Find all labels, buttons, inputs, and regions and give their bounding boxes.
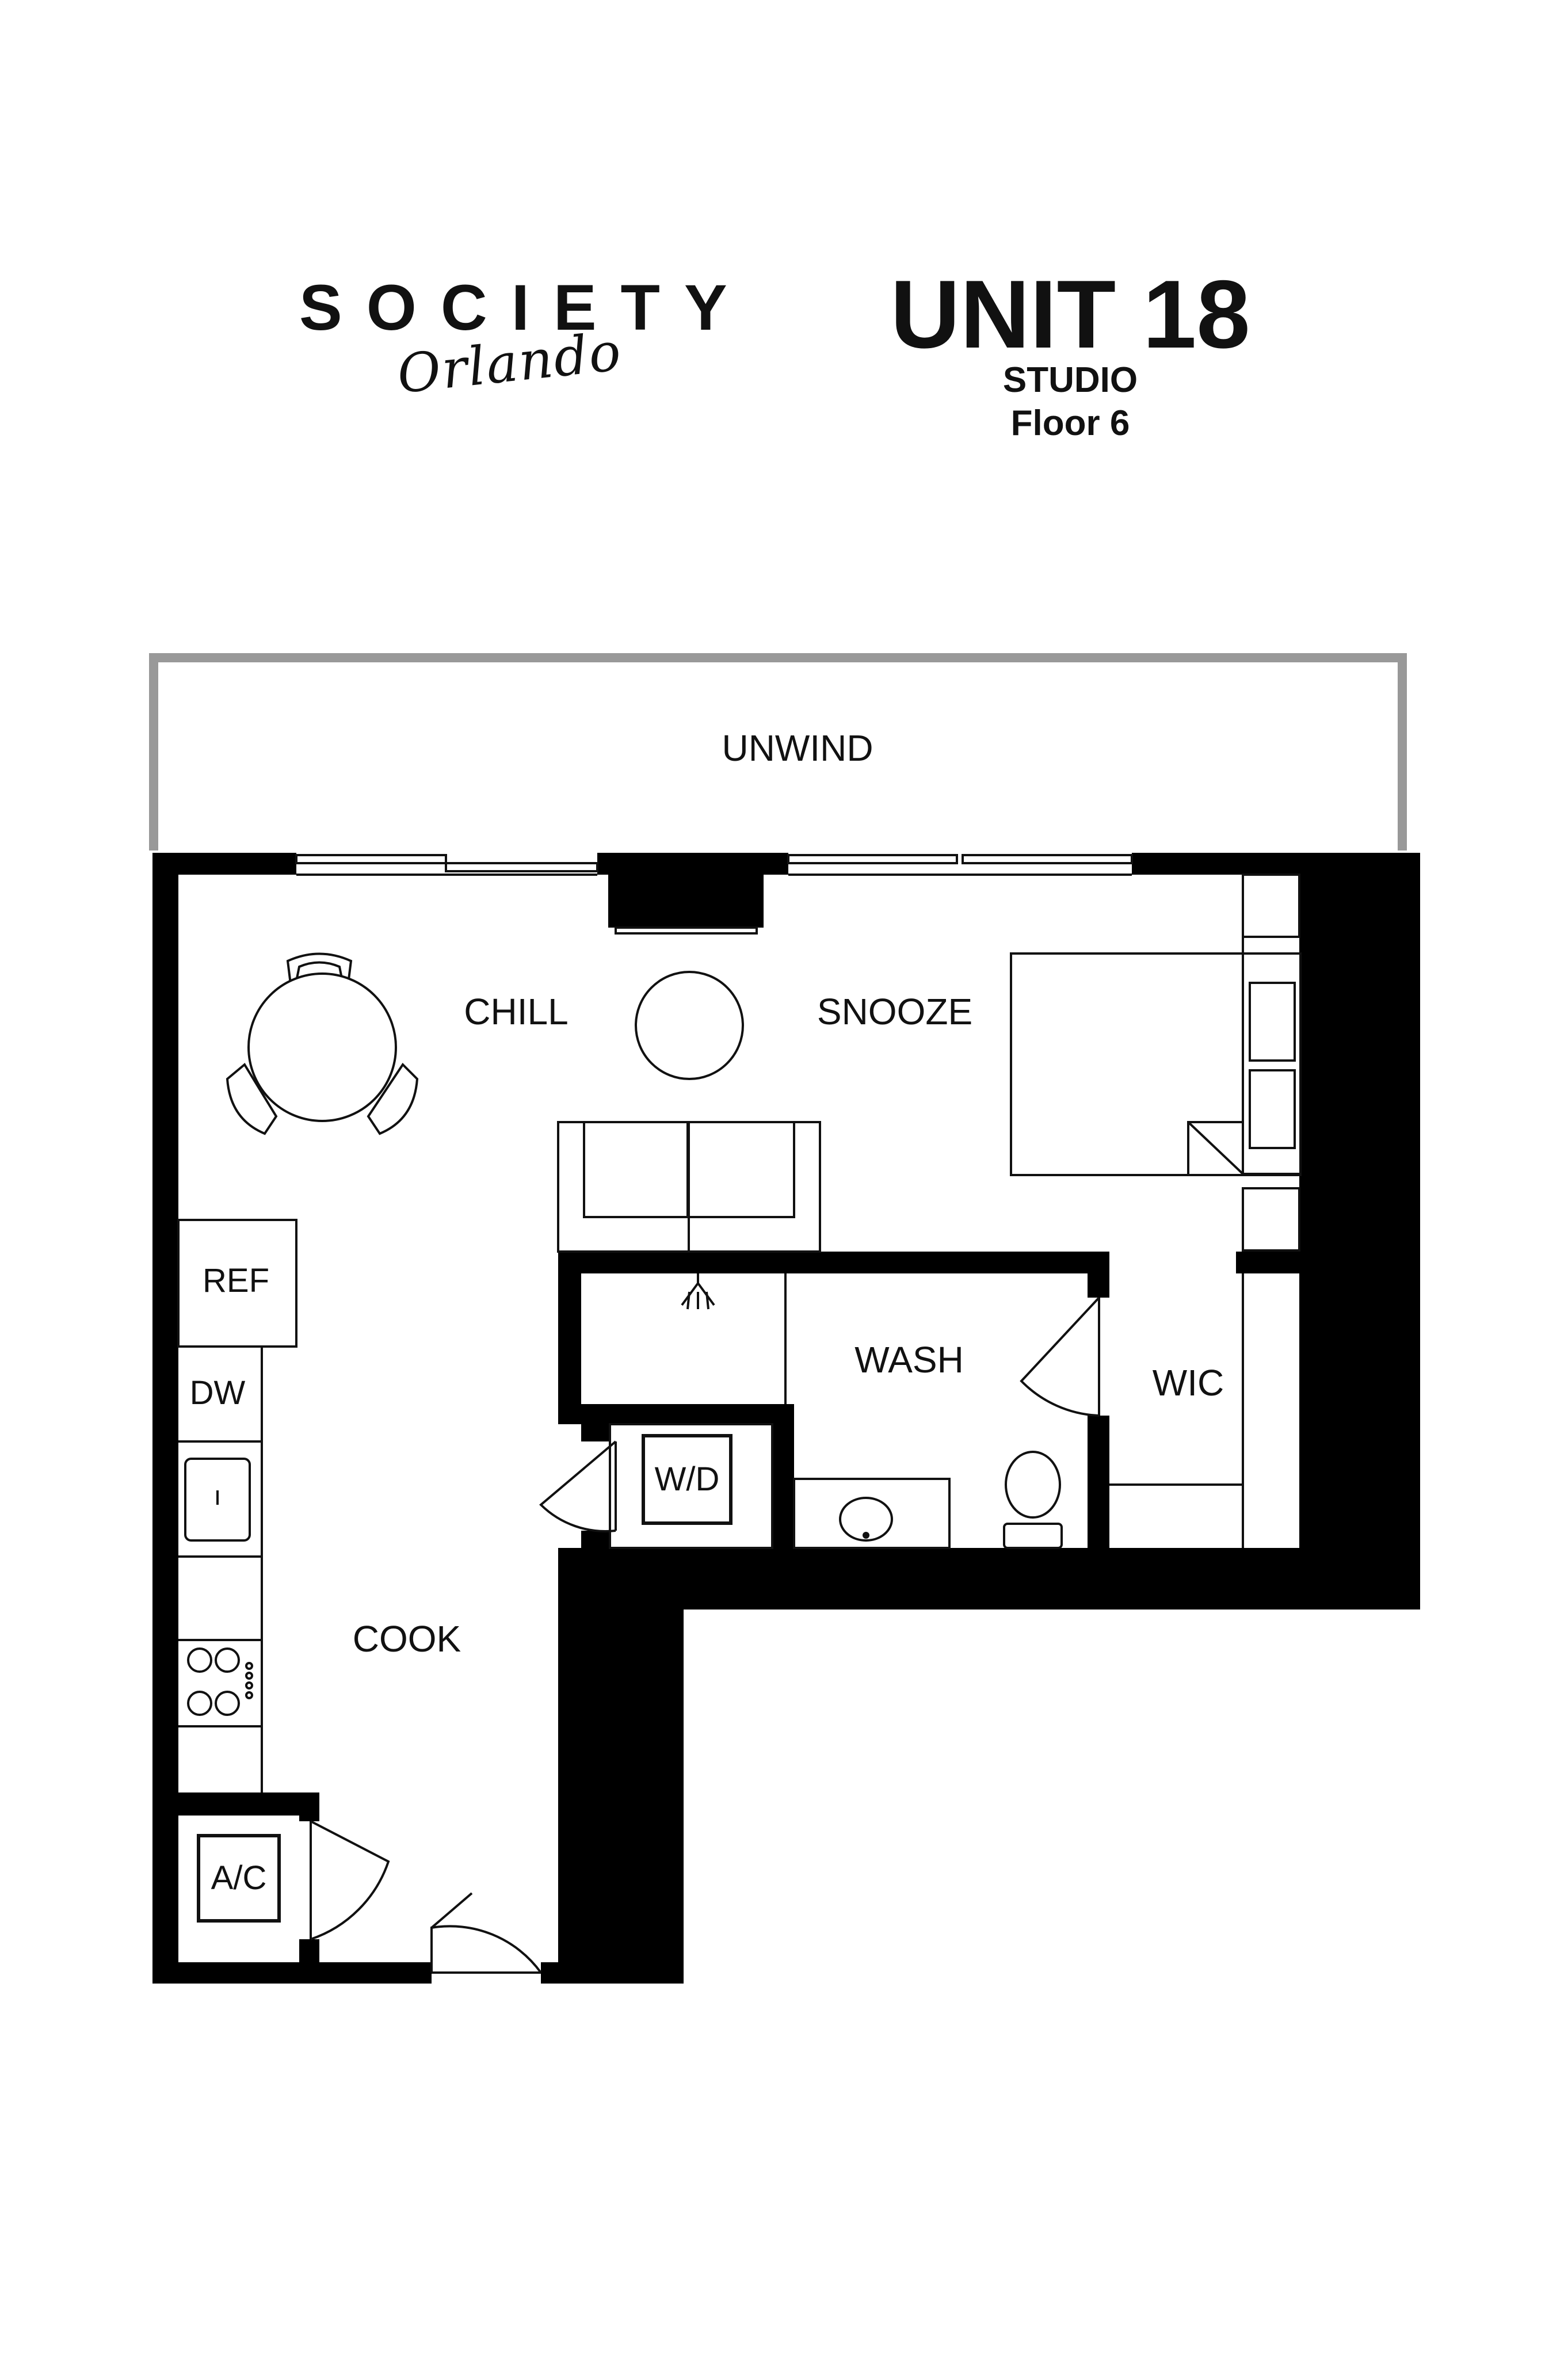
room-label-wash: WASH <box>854 1339 964 1380</box>
dining-table <box>226 952 419 1135</box>
bed <box>1010 952 1302 1176</box>
ac-label: A/C <box>211 1859 267 1897</box>
balcony-rail <box>149 653 1407 850</box>
unit-title: UNIT 18 <box>890 260 1250 368</box>
doors <box>310 1296 1100 1974</box>
toilet-icon <box>1003 1451 1063 1549</box>
room-label-snooze: SNOOZE <box>817 991 972 1032</box>
wd-label: W/D <box>655 1460 720 1498</box>
brand-name: SOCIETY <box>299 272 751 344</box>
sofa <box>557 1121 821 1253</box>
unit-type: STUDIO <box>1002 360 1138 400</box>
windows <box>295 854 1133 935</box>
unit-floor: Floor 6 <box>1010 403 1130 443</box>
room-label-chill: CHILL <box>464 991 568 1032</box>
shower-head-icon <box>681 1273 715 1310</box>
room-label-cook: COOK <box>353 1618 461 1660</box>
room-label-wic: WIC <box>1153 1362 1224 1403</box>
room-label-unwind: UNWIND <box>722 727 873 769</box>
washer-dryer: W/D <box>609 1423 773 1549</box>
ac-unit: A/C <box>197 1834 281 1923</box>
coffee-table <box>635 971 744 1080</box>
kitchen-sink-icon <box>184 1458 251 1542</box>
dw-label: DW <box>190 1374 246 1412</box>
refrigerator: REF <box>177 1219 297 1348</box>
cooktop-icon <box>187 1647 253 1716</box>
bathroom-sink-icon <box>839 1497 893 1542</box>
interior-walls <box>152 1252 1299 1962</box>
exterior-walls <box>152 853 1420 1984</box>
ref-label: REF <box>203 1262 269 1299</box>
